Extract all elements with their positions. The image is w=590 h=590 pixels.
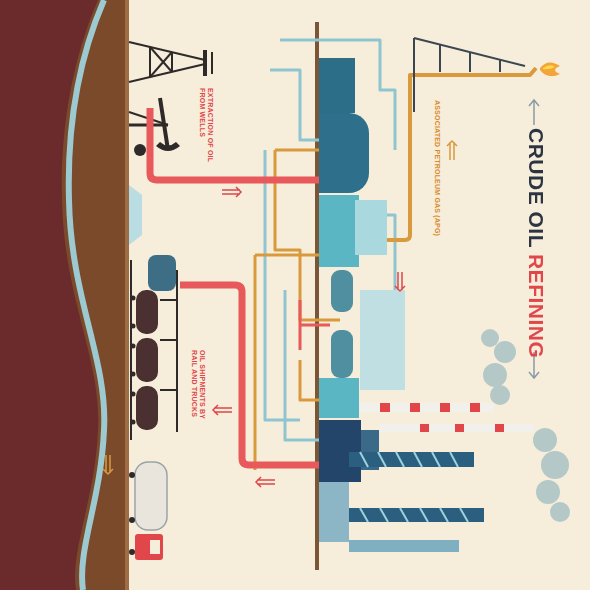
oil-derrick [129,42,212,82]
rail-terminal [131,255,178,440]
tank-truck [129,462,167,560]
pipes [150,40,536,470]
callout-label: OIL SHIPMENTS BY RAIL AND TRUCKS [189,350,206,434]
earth-layers [0,0,142,590]
flow-arrows [103,100,539,487]
callout-label: EXTRACTION OF OIL FROM WELLS [197,88,214,172]
pumpjack [129,98,180,156]
callout-label: ASSOCIATED PETROLEUM GAS (APG) [433,100,441,236]
title: CRUDE OIL REFINING [525,128,548,358]
refinery-plant [319,58,405,542]
plant-ground [315,22,319,570]
distillation-towers [349,452,484,552]
